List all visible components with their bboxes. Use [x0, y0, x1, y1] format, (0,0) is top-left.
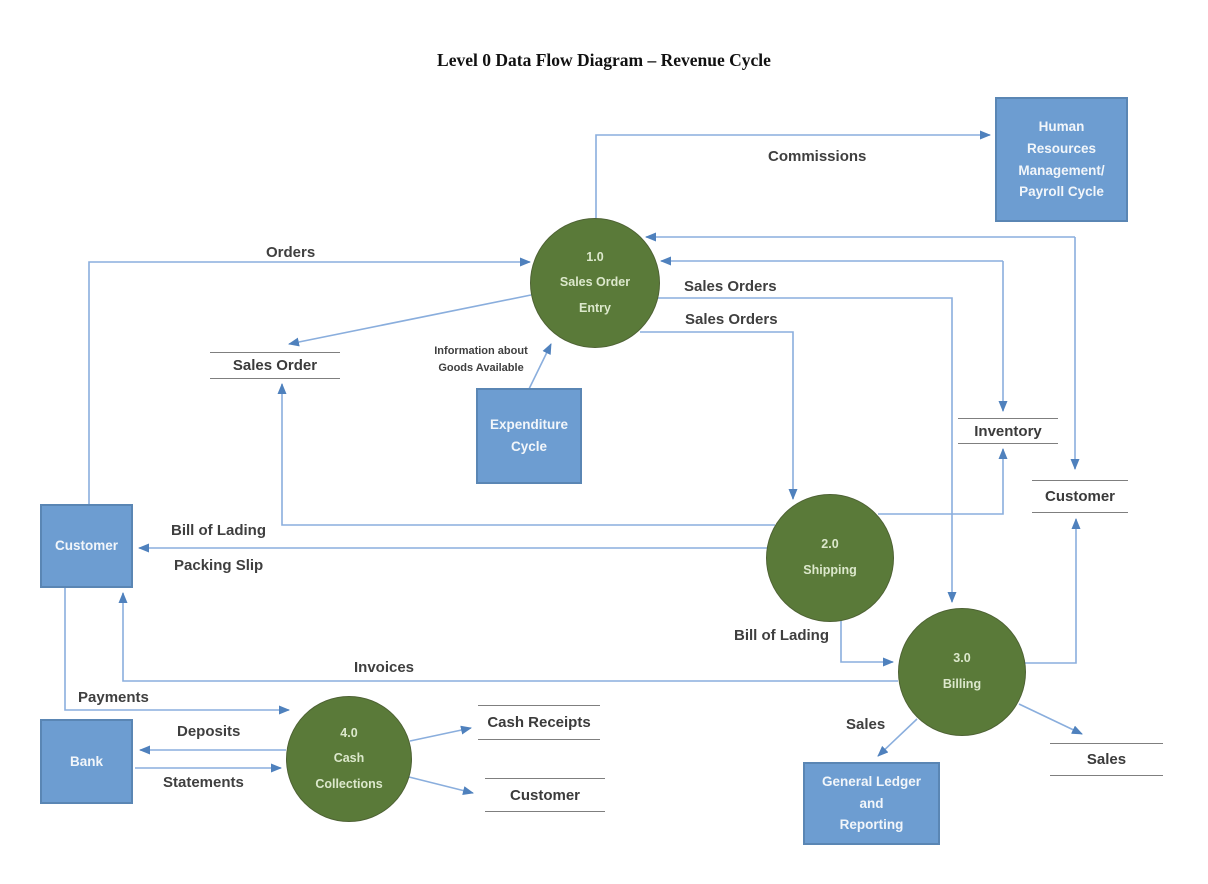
entity-expenditure-cycle: Expenditure Cycle: [476, 388, 582, 484]
label-sales-orders-to-billing: Sales Orders: [684, 278, 777, 295]
entity-hr-payroll-cycle: Human Resources Management/ Payroll Cycl…: [995, 97, 1128, 222]
label-packing-slip: Packing Slip: [174, 557, 264, 574]
label-invoices: Invoices: [354, 659, 415, 676]
label-sales-orders-to-shipping: Sales Orders: [685, 311, 778, 328]
flow-cc-to-cashreceipts-store-line: [409, 725, 472, 742]
flow-orders-line: [88, 257, 531, 504]
flow-billing-to-customer-store-line: [1025, 518, 1081, 664]
label-commissions: Commissions: [768, 148, 867, 165]
process-shipping: 2.0 Shipping: [766, 494, 894, 622]
datastore-customer-accounts: Customer: [485, 778, 605, 812]
entity-bank: Bank: [40, 719, 133, 804]
label-payments: Payments: [78, 689, 149, 706]
label-bill-of-lading-billing: Bill of Lading: [734, 627, 829, 644]
datastore-inventory: Inventory: [958, 418, 1058, 444]
flow-commissions-line: [595, 130, 991, 218]
flow-info-goods-line: [528, 343, 552, 390]
flow-payments-line: [64, 588, 290, 715]
label-sales-to-gl: Sales: [846, 716, 886, 733]
label-bill-of-lading-customer: Bill of Lading: [171, 522, 266, 539]
process-billing: 3.0 Billing: [898, 608, 1026, 736]
datastore-customer: Customer: [1032, 480, 1128, 513]
flow-salesorders-to-shipping-line: [640, 331, 798, 500]
label-statements: Statements: [163, 774, 244, 791]
flow-shipping-to-salesorder-store-line: [277, 383, 775, 526]
label-info-goods-available: Information about Goods Available: [434, 345, 528, 374]
flow-bol-to-billing-line: [840, 621, 894, 667]
datastore-sales: Sales: [1050, 743, 1163, 776]
flow-invoices-line: [118, 592, 898, 682]
datastore-sales-order: Sales Order: [210, 352, 340, 379]
entity-general-ledger: General Ledger and Reporting: [803, 762, 940, 845]
entity-customer: Customer: [40, 504, 133, 588]
label-orders: Orders: [266, 244, 316, 261]
flow-salesorders-to-billing-line: [658, 297, 957, 603]
flow-billing-to-sales-store-line: [1018, 703, 1083, 735]
flow-shipping-to-inventory-line: [878, 448, 1008, 515]
label-deposits: Deposits: [177, 723, 241, 740]
diagram-title: Level 0 Data Flow Diagram – Revenue Cycl…: [437, 50, 771, 70]
flow-cc-to-customer-store-line: [408, 776, 474, 795]
flow-billing-to-gl-line: [877, 718, 918, 757]
flow-entry-to-salesorder-store-line: [288, 294, 532, 347]
process-sales-order-entry: 1.0 Sales Order Entry: [530, 218, 660, 348]
process-cash-collections: 4.0 Cash Collections: [286, 696, 412, 822]
datastore-cash-receipts: Cash Receipts: [478, 705, 600, 740]
